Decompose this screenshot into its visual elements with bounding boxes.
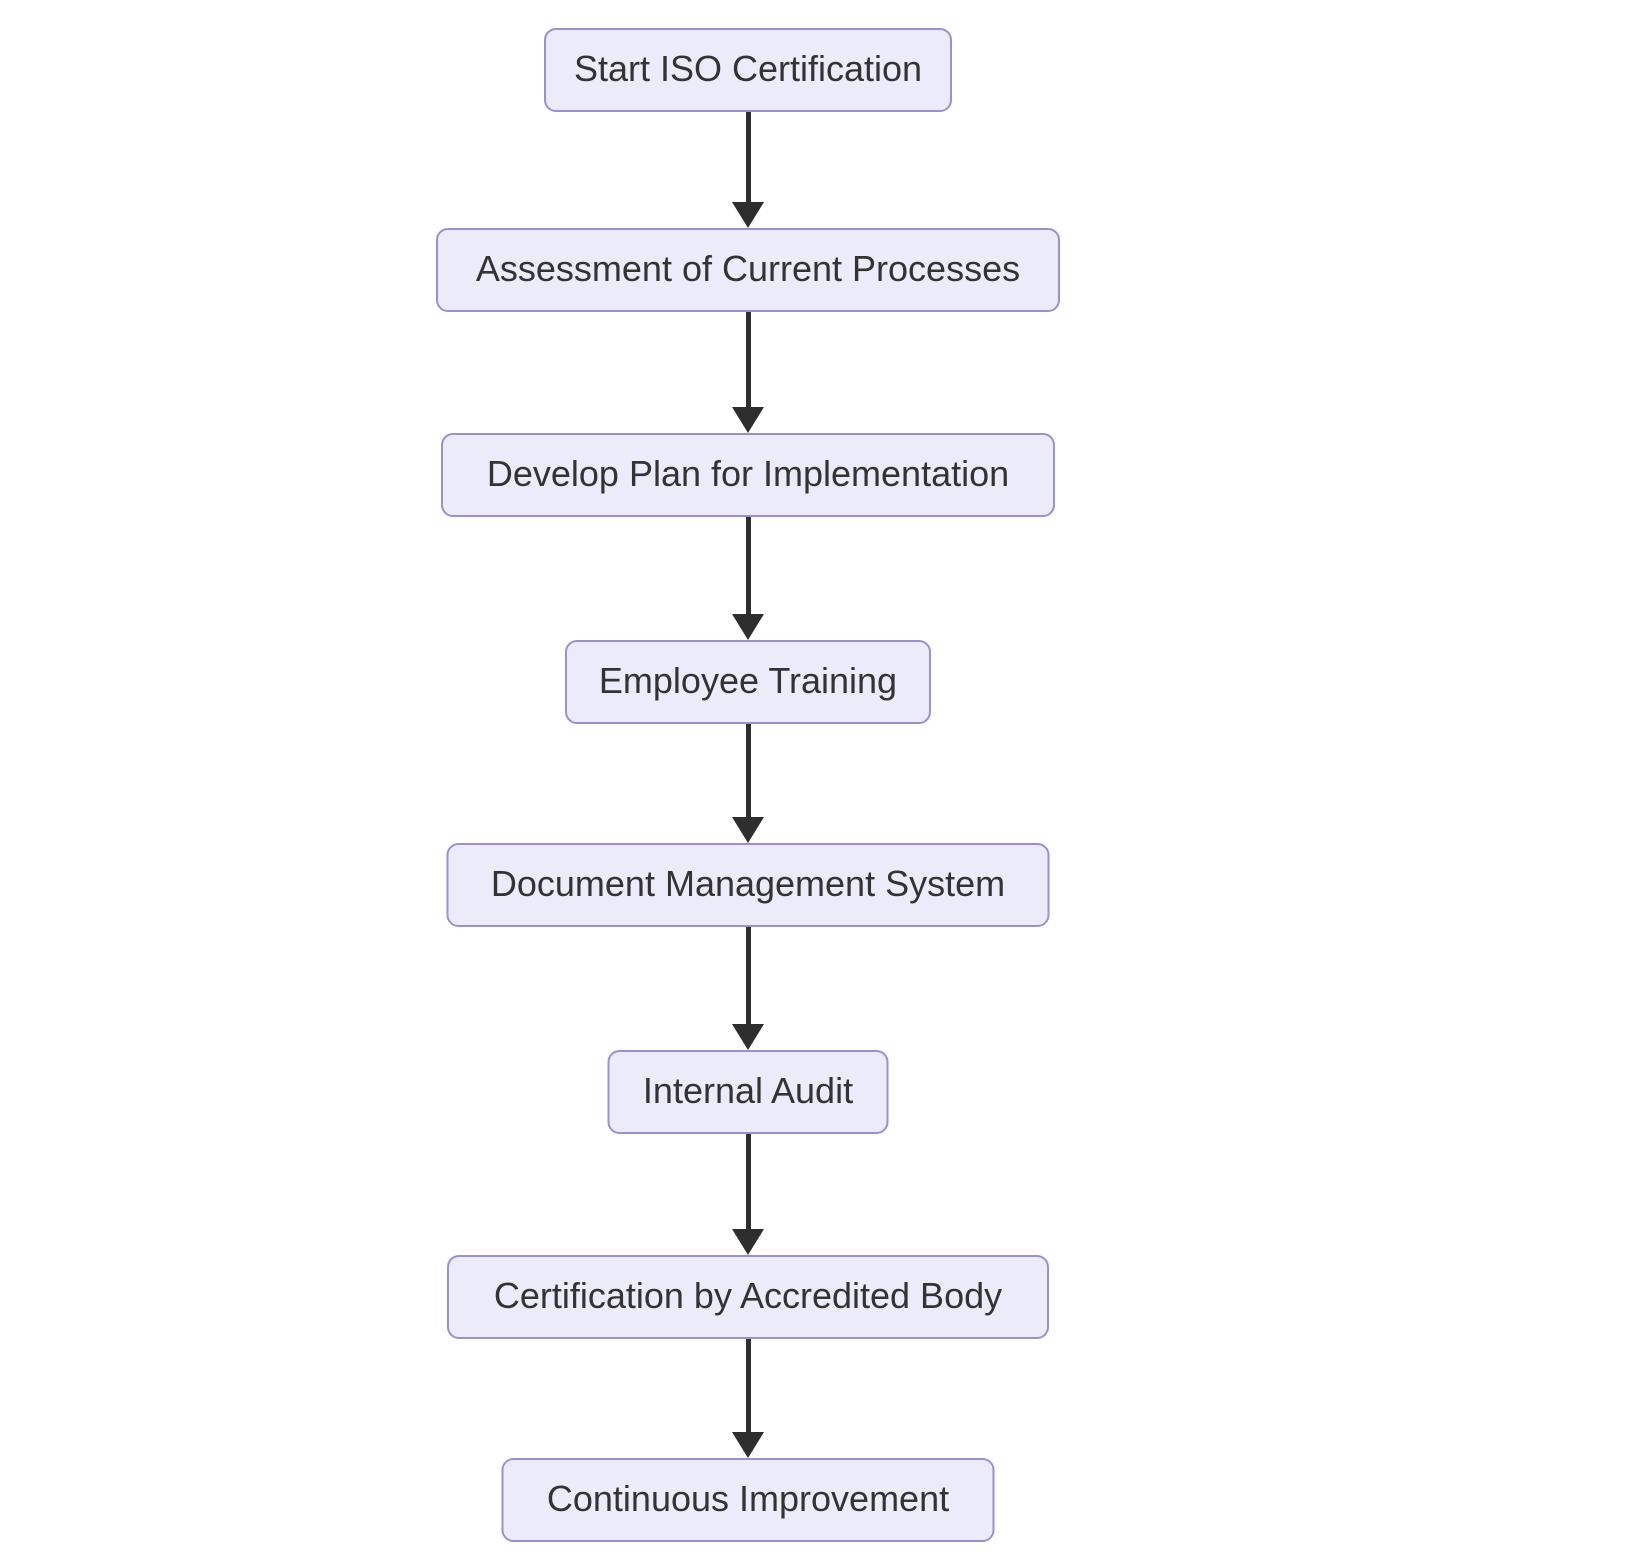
arrowhead-down-icon — [732, 1024, 764, 1050]
flow-arrow-certification-to-improvement — [732, 1339, 764, 1458]
flow-node-develop-plan-for-implementation: Develop Plan for Implementation — [441, 433, 1055, 517]
flow-arrow-assessment-to-plan — [732, 312, 764, 433]
flow-node-label: Assessment of Current Processes — [475, 248, 1021, 289]
flow-node-start-iso-certification: Start ISO Certification — [544, 28, 952, 112]
flow-arrow-training-to-document — [732, 724, 764, 843]
arrowhead-down-icon — [732, 614, 764, 640]
flow-arrow-start-to-assessment — [732, 112, 764, 228]
arrowhead-down-icon — [732, 407, 764, 433]
flow-node-label: Certification by Accredited Body — [493, 1275, 1003, 1316]
flow-node-label: Start ISO Certification — [573, 48, 923, 89]
arrowhead-down-icon — [732, 817, 764, 843]
arrow-line — [745, 1134, 751, 1229]
flow-node-assessment-of-current-processes: Assessment of Current Processes — [436, 228, 1060, 312]
arrow-line — [745, 517, 751, 614]
flow-node-employee-training: Employee Training — [565, 640, 931, 724]
arrow-line — [745, 1339, 751, 1432]
flow-node-label: Continuous Improvement — [546, 1478, 950, 1519]
flow-node-certification-by-accredited-body: Certification by Accredited Body — [447, 1255, 1049, 1339]
arrowhead-down-icon — [732, 1432, 764, 1458]
arrow-line — [745, 312, 751, 407]
flow-node-continuous-improvement: Continuous Improvement — [501, 1458, 995, 1542]
flow-node-internal-audit: Internal Audit — [607, 1050, 889, 1134]
flow-node-label: Internal Audit — [642, 1070, 854, 1111]
arrow-line — [745, 112, 751, 202]
flow-node-label: Employee Training — [598, 660, 898, 701]
flow-arrow-audit-to-certification — [732, 1134, 764, 1255]
flow-arrow-plan-to-training — [732, 517, 764, 640]
flow-node-document-management-system: Document Management System — [446, 843, 1050, 927]
flow-arrow-document-to-audit — [732, 927, 764, 1050]
flow-node-label: Document Management System — [490, 863, 1006, 904]
arrowhead-down-icon — [732, 1229, 764, 1255]
arrowhead-down-icon — [732, 202, 764, 228]
arrow-line — [745, 927, 751, 1024]
arrow-line — [745, 724, 751, 817]
flow-node-label: Develop Plan for Implementation — [486, 453, 1010, 494]
